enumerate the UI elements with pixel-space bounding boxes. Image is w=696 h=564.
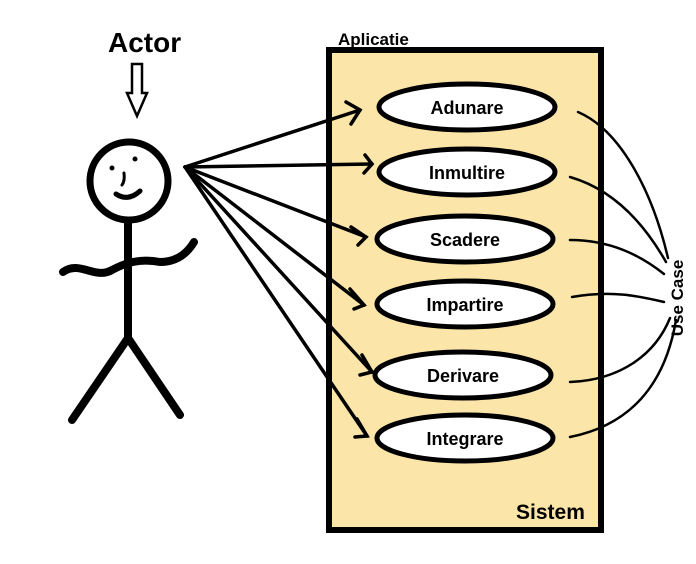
callout-line <box>570 292 666 304</box>
use-case: Adunare <box>376 81 558 133</box>
use-case-ellipse <box>374 412 556 464</box>
association-line <box>183 165 369 438</box>
arrowhead <box>349 225 369 247</box>
use-case: Scadere <box>374 213 556 265</box>
use-case-label: Derivare <box>427 366 499 386</box>
arrowhead <box>358 353 375 377</box>
arrowhead <box>344 100 363 126</box>
actor-nose <box>120 171 126 187</box>
down-arrow-icon <box>125 62 149 120</box>
association-lines <box>183 108 374 438</box>
use-case-callouts <box>568 110 678 439</box>
actor-eye <box>109 165 115 171</box>
use-case-label: Integrare <box>426 429 503 449</box>
association-line <box>183 165 368 239</box>
use-case: Inmultire <box>376 146 558 198</box>
use-cases: Adunare Inmultire Scadere Impartire Deri… <box>372 81 558 464</box>
callout-line <box>576 110 670 260</box>
callout-line <box>568 175 668 264</box>
association-line <box>183 108 362 169</box>
use-case-ellipse <box>376 81 558 133</box>
use-case-ellipse <box>372 349 554 401</box>
callout-line <box>568 318 678 439</box>
actor-smile <box>113 188 143 200</box>
callout-line <box>568 316 672 384</box>
system-footer-label: Sistem <box>516 501 585 524</box>
actor-leg <box>68 334 132 424</box>
system-title: Aplicatie <box>338 30 409 49</box>
use-case-label: Scadere <box>430 230 500 250</box>
use-case-label: Adunare <box>430 98 503 118</box>
arrowhead <box>362 153 375 175</box>
use-case: Impartire <box>374 278 556 330</box>
actor-arms <box>59 238 198 277</box>
use-case: Integrare <box>374 412 556 464</box>
use-case-label: Inmultire <box>429 163 505 183</box>
association-line <box>183 162 374 169</box>
arrowhead <box>348 287 367 311</box>
use-case-callout-label: Use Case <box>668 260 687 337</box>
use-case-ellipse <box>374 213 556 265</box>
actor-head <box>86 138 172 224</box>
actor-leg <box>124 334 184 419</box>
association-arrowheads <box>344 100 375 439</box>
callout-line <box>568 238 666 276</box>
use-case-ellipse <box>374 278 556 330</box>
arrowhead <box>353 417 370 439</box>
use-case-ellipse <box>376 146 558 198</box>
use-case: Derivare <box>372 349 554 401</box>
actor-label: Actor <box>108 27 181 58</box>
association-line <box>183 165 366 307</box>
actor-eye <box>132 156 138 162</box>
use-case-label: Impartire <box>426 295 503 315</box>
association-line <box>183 165 374 374</box>
actor-figure <box>59 138 198 424</box>
